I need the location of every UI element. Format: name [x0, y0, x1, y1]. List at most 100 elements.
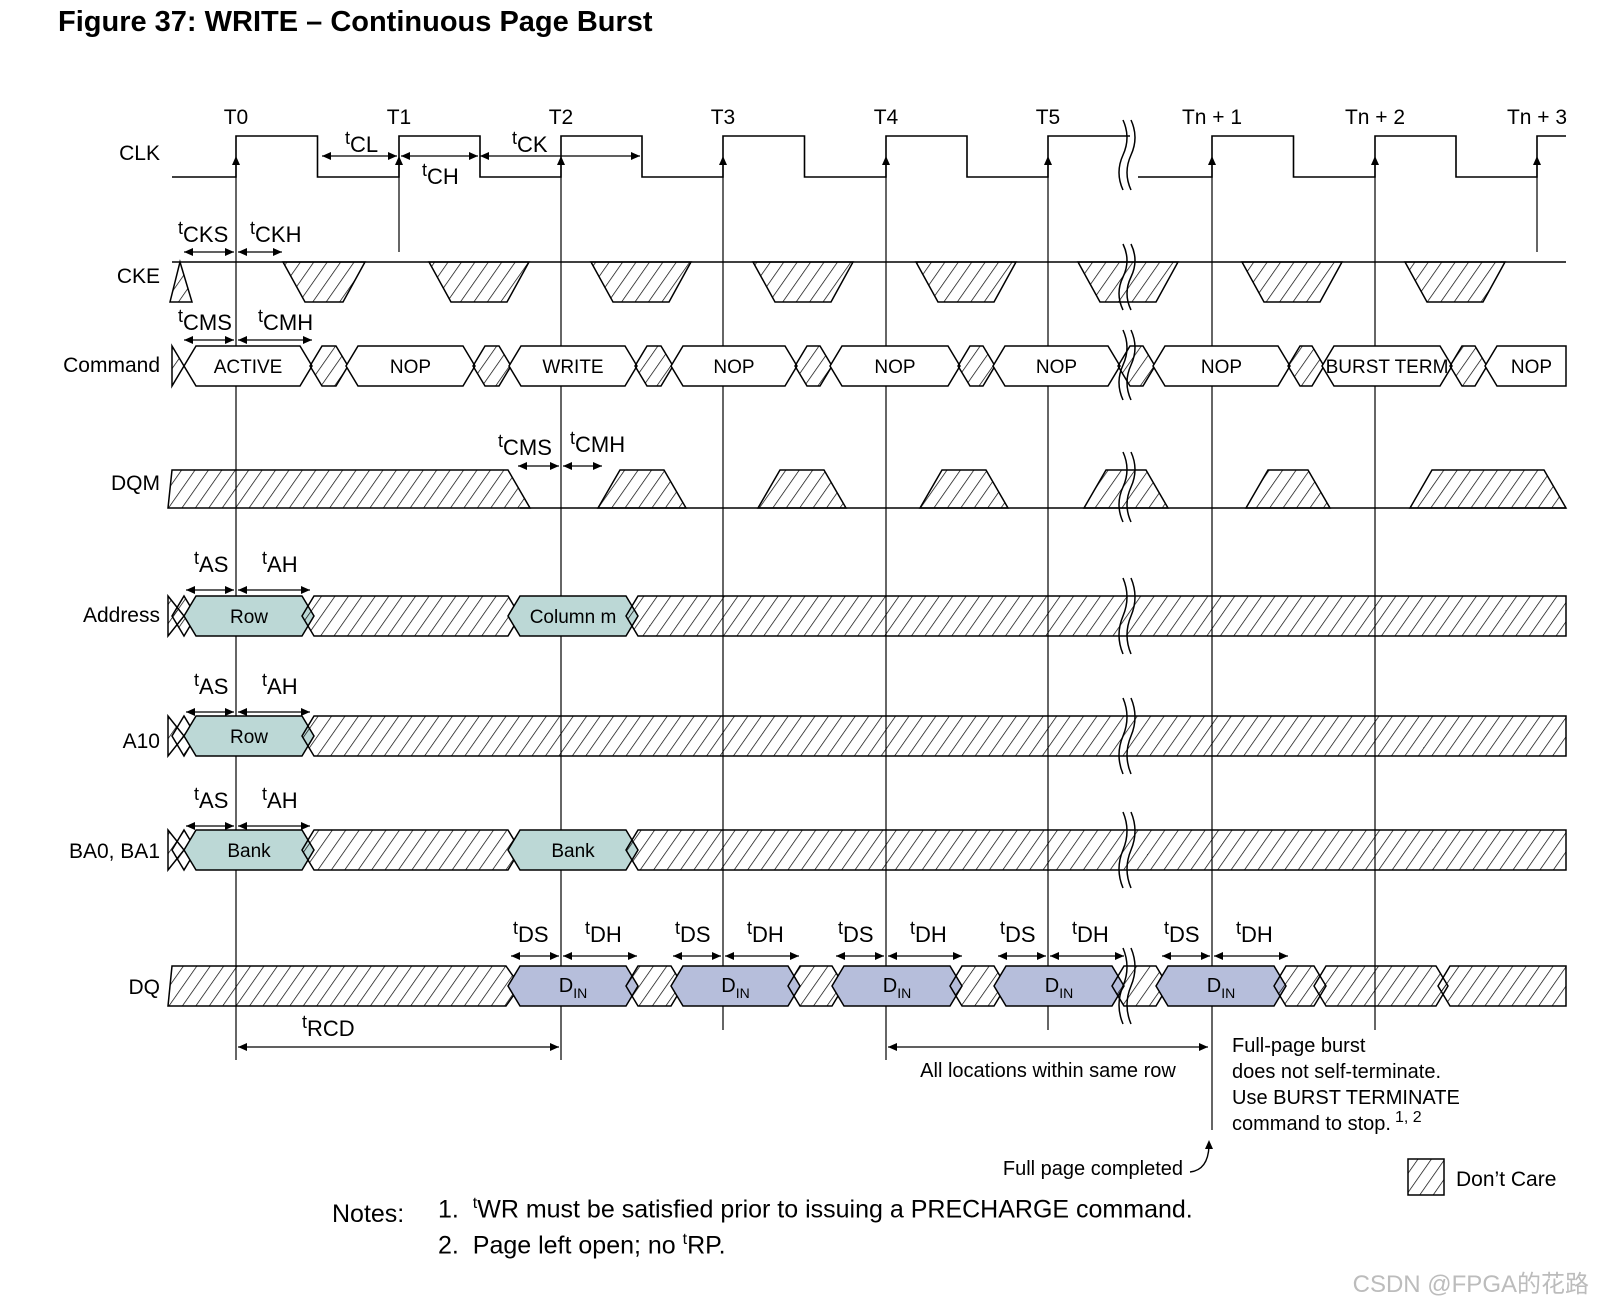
dqm-dont-care: [596, 469, 688, 509]
arrowhead: [1201, 952, 1210, 960]
watermark: CSDN @FPGA的花路: [1352, 1271, 1589, 1298]
clock-label-4: T4: [874, 106, 899, 129]
arrowhead: [557, 156, 565, 165]
command-nop-label: NOP: [390, 357, 431, 378]
address-timing-tah: tAH: [262, 548, 298, 577]
arrowhead: [238, 336, 247, 344]
arrowhead: [875, 952, 884, 960]
signal-label-cke: CKE: [117, 265, 160, 288]
dqm-dont-care: [167, 469, 532, 509]
arrowhead: [1214, 952, 1223, 960]
dqm-dont-care: [1408, 469, 1568, 509]
arrowhead: [225, 822, 234, 830]
arrowhead: [301, 586, 310, 594]
timing-tdh-3: tDH: [1072, 918, 1109, 947]
arrowhead: [225, 336, 234, 344]
dq-break: [1126, 947, 1136, 1025]
dqm-timing-tcmh: tCMH: [570, 428, 625, 457]
dqm-dont-care: [918, 469, 1010, 509]
dq-break: [1118, 947, 1128, 1025]
timing-tds-2: tDS: [838, 918, 874, 947]
arrowhead: [184, 248, 193, 256]
dq-dont-care: [167, 965, 521, 1007]
command-transition: [1117, 345, 1156, 387]
clock-label-0: T0: [224, 106, 249, 129]
arrowhead: [712, 952, 721, 960]
arrowhead: [1371, 156, 1379, 165]
cke-dont-care-region: [1240, 261, 1344, 303]
arrowhead: [401, 152, 410, 160]
bank-break: [1126, 811, 1136, 889]
same-row-label: All locations within same row: [920, 1060, 1176, 1082]
timing-tds-3: tDS: [1000, 918, 1036, 947]
arrowhead: [388, 152, 397, 160]
arrowhead: [273, 248, 282, 256]
timing-tds-4: tDS: [1164, 918, 1200, 947]
cke-dont-care: [169, 259, 194, 303]
a10-break: [1126, 697, 1136, 775]
arrowhead: [1162, 952, 1171, 960]
arrowhead: [1208, 156, 1216, 165]
dq-data-in-label: DIN: [559, 975, 587, 1001]
dq-dont-care: [1313, 965, 1449, 1007]
dq-data-in-label: DIN: [1207, 975, 1235, 1001]
a10-break: [1118, 697, 1128, 775]
dq-data-in-label: DIN: [883, 975, 911, 1001]
a10-timing-tah: tAH: [262, 670, 298, 699]
arrowhead: [953, 952, 962, 960]
command-transition: [1449, 345, 1488, 387]
signal-label-ba: BA0, BA1: [69, 840, 160, 863]
timing-tck: tCK: [512, 128, 548, 157]
arrowhead: [469, 152, 478, 160]
arrowhead: [998, 952, 1007, 960]
address-dont-care: [625, 595, 1567, 637]
cke-dont-care-region: [1076, 261, 1180, 303]
arrowhead: [719, 156, 727, 165]
arrowhead: [673, 952, 682, 960]
cke-dont-care-region: [914, 261, 1018, 303]
arrowhead: [238, 586, 247, 594]
arrowhead: [593, 462, 602, 470]
command-transition: [794, 345, 833, 387]
timing-tdh-1: tDH: [747, 918, 784, 947]
arrowhead: [725, 952, 734, 960]
timing-tdh-2: tDH: [910, 918, 947, 947]
clk-break: [1118, 119, 1128, 191]
figure-title: Figure 37: WRITE – Continuous Page Burst: [58, 6, 653, 38]
signal-label-address: Address: [83, 604, 160, 627]
arrowhead: [225, 586, 234, 594]
arrowhead: [184, 336, 193, 344]
notes-label: Notes:: [332, 1200, 405, 1228]
a10-dont-care: [167, 713, 185, 759]
note-2: 2. Page left open; no tRP.: [438, 1231, 726, 1260]
cke-break: [1126, 243, 1136, 311]
command-write-label: WRITE: [542, 357, 603, 378]
note-1-number: 1.: [438, 1195, 459, 1224]
arrowhead: [303, 336, 312, 344]
timing-tcks: tCKS: [178, 218, 228, 247]
arrowhead: [888, 1043, 897, 1051]
arrowhead: [1044, 156, 1052, 165]
timing-tds-1: tDS: [675, 918, 711, 947]
signal-label-command: Command: [63, 354, 160, 377]
arrowhead: [186, 822, 195, 830]
bank-dont-care: [625, 829, 1567, 871]
bank-timing-tah: tAH: [262, 784, 298, 813]
command-transition: [957, 345, 996, 387]
arrowhead: [563, 462, 572, 470]
arrowhead: [1279, 952, 1288, 960]
cke-dont-care-region: [427, 261, 531, 303]
arrowhead: [1037, 952, 1046, 960]
timing-tcms: tCMS: [178, 306, 232, 335]
dqm-break: [1126, 451, 1136, 523]
arrowhead: [1205, 1140, 1213, 1149]
full-page-note-line3: Use BURST TERMINATE: [1232, 1087, 1460, 1109]
command-transition: [171, 343, 185, 389]
clock-label-8: Tn + 3: [1507, 106, 1567, 129]
a10-timing-tas: tAS: [194, 670, 228, 699]
arrowhead: [628, 952, 637, 960]
dont-care-legend-swatch: [1407, 1158, 1445, 1196]
arrowhead: [888, 952, 897, 960]
full-page-completed-label: Full page completed: [1003, 1158, 1183, 1180]
